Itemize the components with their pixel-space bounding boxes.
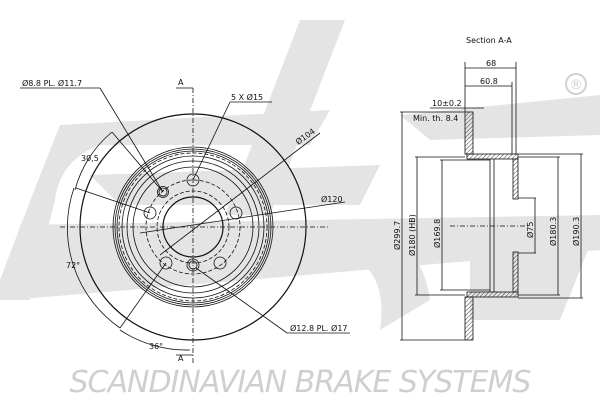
sbs-watermark-logo [0,20,600,330]
label-bolt-holes: 5 X Ø15 [231,92,263,102]
label-holes-large: Ø12.8 PL. Ø17 [290,323,348,333]
label-outer-diameter: Ø299.7 [392,221,402,250]
front-view-labels: Ø8.8 PL. Ø11.7 A A 5 X Ø15 Ø104 Ø120 30,… [22,78,348,363]
label-height: 68 [486,59,496,68]
label-hat-diameter-2: Ø190.3 [571,217,581,246]
disc-front-view [20,87,350,365]
label-holes-small: Ø8.8 PL. Ø11.7 [22,78,82,88]
label-height-inner: 60.8 [480,77,498,86]
label-min-thickness: Min. th. 8.4 [413,114,458,123]
label-section-top: A [178,78,184,87]
label-angle-72: 72° [66,261,80,270]
label-inner-diameter: Ø169.8 [432,219,442,248]
label-hub: Ø120 [321,194,343,204]
label-thickness: 10±0.2 [432,99,462,108]
brand-name: SCANDINAVIAN BRAKE SYSTEMS [70,365,532,400]
section-view-labels: Section A-A 68 60.8 10±0.2 Min. th. 8.4 … [392,36,581,256]
section-title: Section A-A [466,36,512,45]
label-hb-diameter: Ø180 (HB) [407,214,417,256]
svg-text:®: ® [570,78,583,93]
label-hat-diameter-1: Ø180.3 [548,217,558,246]
registered-mark: ® [565,73,587,95]
label-angle-36: 36° [149,342,163,351]
label-centre-bore: Ø75 [525,222,535,238]
label-section-bottom: A [178,354,184,363]
label-offset: 30,5 [81,154,99,163]
disc-section-view [400,62,583,341]
